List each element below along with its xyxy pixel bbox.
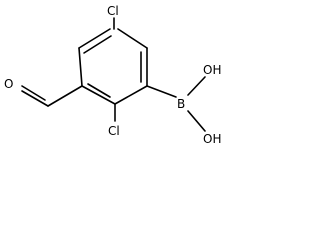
benzene-ring — [78, 28, 148, 105]
chlorine-bottom-label: Cl — [108, 124, 120, 138]
bond-to-boron — [146, 85, 177, 98]
ring-inner-double-bottom-left — [87, 83, 111, 98]
hydroxyl-upper-label: OH — [203, 63, 221, 77]
aldehyde-double-bond-outer — [21, 90, 49, 107]
ring-bond-bottom-left — [81, 85, 116, 105]
chemical-structure-canvas: Cl Cl B OH OH O — [4, 4, 222, 146]
hydroxyl-lower-label: OH — [203, 132, 221, 146]
ring-bond-top-right — [117, 28, 148, 49]
aldehyde-double-bond-inner — [21, 85, 46, 101]
bond-to-aldehyde-carbon — [47, 85, 83, 107]
substituent-bonds — [21, 17, 206, 132]
boron-label: B — [177, 97, 185, 111]
bond-boron-to-lower-oh — [187, 110, 206, 132]
ring-bond-top-left — [78, 28, 111, 49]
aldehyde-oxygen-label: O — [4, 77, 13, 91]
chlorine-top-label: Cl — [107, 4, 119, 18]
ring-inner-double-top-left — [83, 35, 112, 54]
atom-labels: Cl Cl B OH OH O — [4, 4, 221, 146]
bond-boron-to-upper-oh — [187, 76, 206, 96]
ring-bond-left — [78, 47, 83, 87]
ring-bond-bottom-right — [114, 85, 148, 105]
molecule-drawing: Cl Cl B OH OH O — [4, 4, 221, 146]
